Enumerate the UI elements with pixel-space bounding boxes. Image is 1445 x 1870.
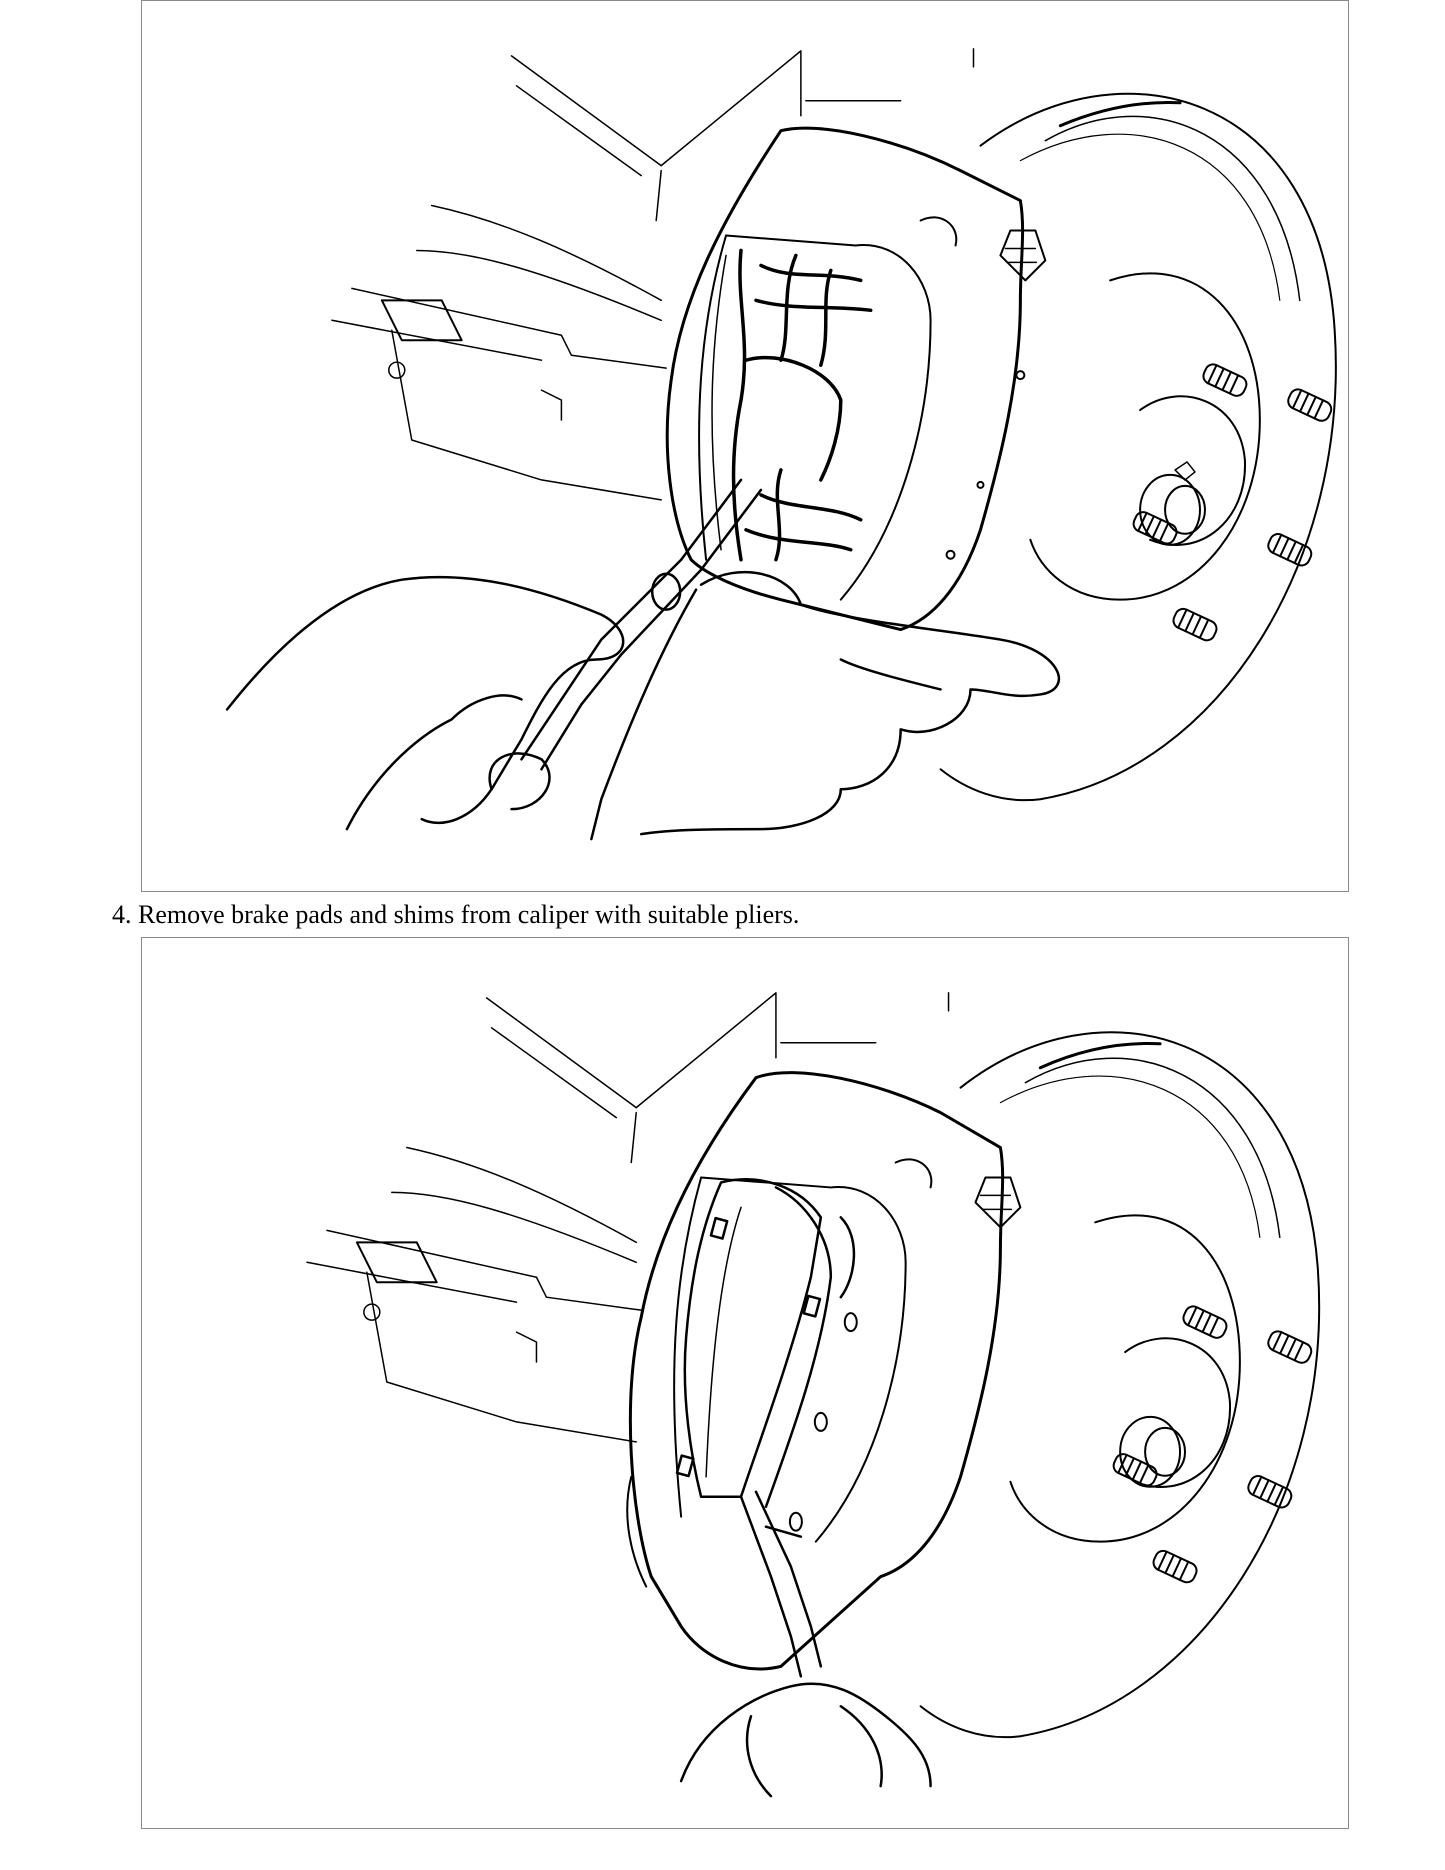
brake-caliper	[626, 1071, 1022, 1671]
figure-bottom	[141, 937, 1349, 1829]
wheel-studs	[1112, 1305, 1313, 1584]
step-number: 4.	[112, 900, 132, 929]
suspension-background	[306, 992, 950, 1443]
pad-retaining-pins	[731, 248, 873, 562]
step-text: Remove brake pads and shims from caliper…	[138, 900, 800, 929]
brake-rotor	[919, 1031, 1321, 1739]
suspension-background	[331, 48, 975, 501]
pliers	[520, 478, 763, 771]
caliper-pulling-pads-with-pliers-illustration	[306, 992, 1321, 1798]
hand	[679, 1682, 932, 1798]
pliers	[739, 1490, 823, 1678]
figure-top	[141, 0, 1349, 892]
caliper-removing-pad-pins-illustration	[225, 48, 1337, 841]
wheel-studs	[1132, 363, 1333, 642]
wheel-hub	[1029, 272, 1261, 601]
brake-pads	[675, 1178, 856, 1508]
step-caption: 4. Remove brake pads and shims from cali…	[112, 898, 799, 932]
hands	[225, 570, 1061, 841]
brake-rotor	[939, 92, 1337, 802]
wheel-hub	[1009, 1214, 1241, 1543]
brake-caliper	[665, 126, 1047, 632]
